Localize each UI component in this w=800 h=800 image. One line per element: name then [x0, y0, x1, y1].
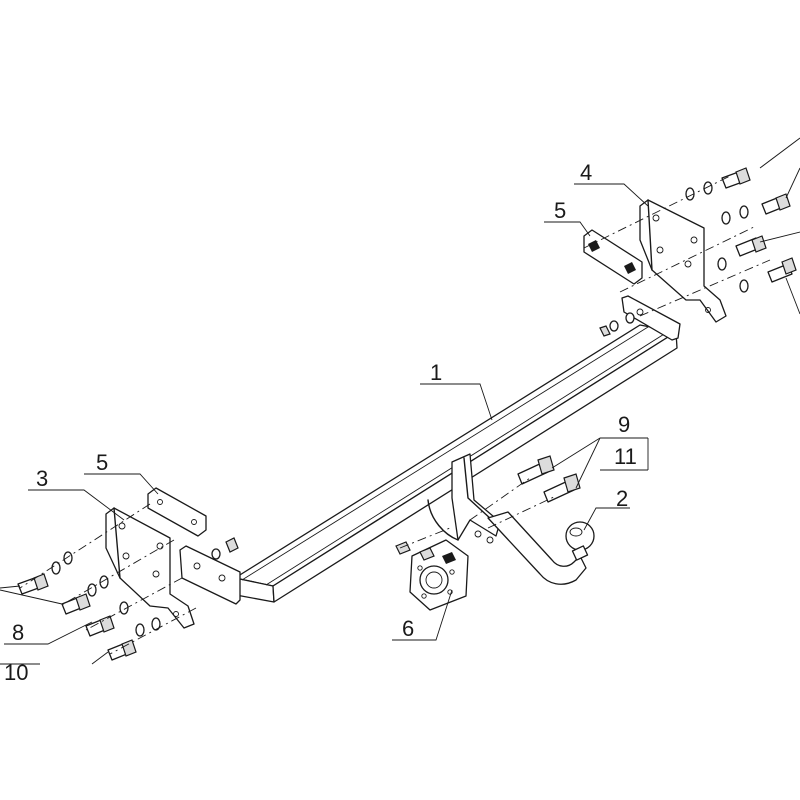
callout-2: 2	[616, 486, 628, 511]
callout-9: 9	[618, 412, 630, 437]
callout-5-left: 5	[96, 450, 108, 475]
left-fastener-set	[17, 537, 239, 661]
cross-beam	[234, 324, 678, 603]
callout-5-right: 5	[554, 198, 566, 223]
beam-left-end-plate	[179, 545, 241, 605]
right-spacer-plate	[583, 229, 643, 285]
leader-lines	[0, 137, 800, 665]
callout-8: 8	[12, 620, 24, 645]
center-bolts	[517, 455, 581, 503]
callout-11: 11	[614, 444, 637, 469]
callout-3: 3	[36, 466, 48, 491]
assembly-axis-lines	[19, 175, 771, 655]
left-spacer-plate	[147, 487, 207, 537]
beam-right-end-plate	[621, 295, 681, 341]
ball-neck	[487, 511, 595, 585]
callout-1: 1	[430, 360, 442, 385]
callout-10: 10	[4, 660, 28, 685]
electric-socket-plate	[395, 539, 469, 611]
callout-4: 4	[580, 160, 592, 185]
callout-6: 6	[402, 616, 414, 641]
